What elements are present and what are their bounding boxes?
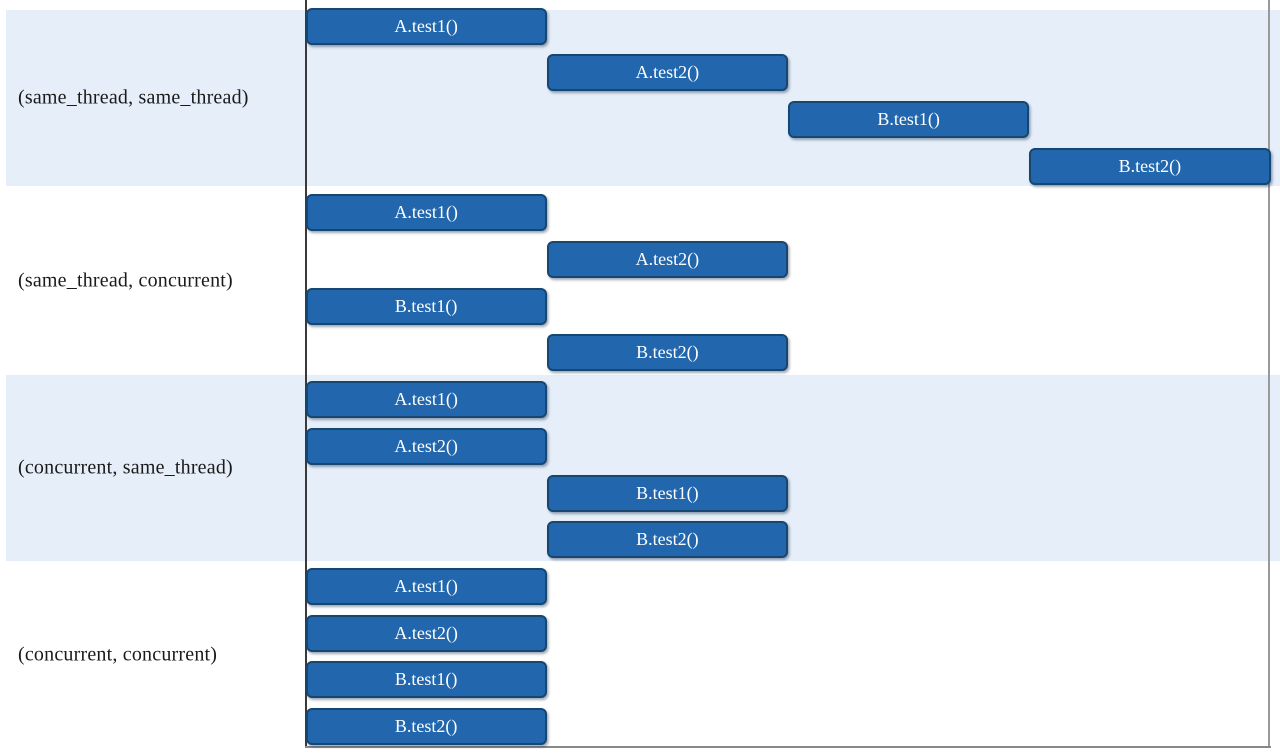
gantt-bar: A.test1() (305, 194, 547, 232)
gantt-bar: B.test2() (1029, 147, 1271, 185)
gantt-bar: B.test2() (546, 521, 788, 559)
right-border-line (1268, 0, 1270, 748)
gantt-bar: A.test2() (305, 427, 547, 465)
gantt-bar: B.test1() (546, 474, 788, 512)
y-axis-line (305, 0, 307, 748)
gantt-bar: B.test1() (788, 100, 1030, 138)
gantt-bar: B.test2() (305, 708, 547, 745)
gantt-bar: A.test2() (546, 54, 788, 92)
gantt-bar: B.test1() (305, 661, 547, 699)
gantt-bar: A.test1() (305, 567, 547, 605)
gantt-bar: B.test2() (546, 334, 788, 372)
gantt-bar: A.test2() (546, 241, 788, 278)
group-label: (same_thread, concurrent) (18, 269, 233, 291)
x-axis-line (305, 746, 1271, 748)
gantt-bar: A.test2() (305, 614, 547, 652)
group-label: (concurrent, same_thread) (18, 456, 233, 479)
gantt-bar: A.test1() (305, 7, 547, 45)
group-label: (concurrent, concurrent) (18, 643, 218, 665)
gantt-bar: B.test1() (305, 287, 547, 325)
gantt-bar: A.test1() (305, 381, 547, 419)
row-band-3 (6, 561, 1280, 748)
group-label: (same_thread, same_thread) (18, 86, 249, 109)
